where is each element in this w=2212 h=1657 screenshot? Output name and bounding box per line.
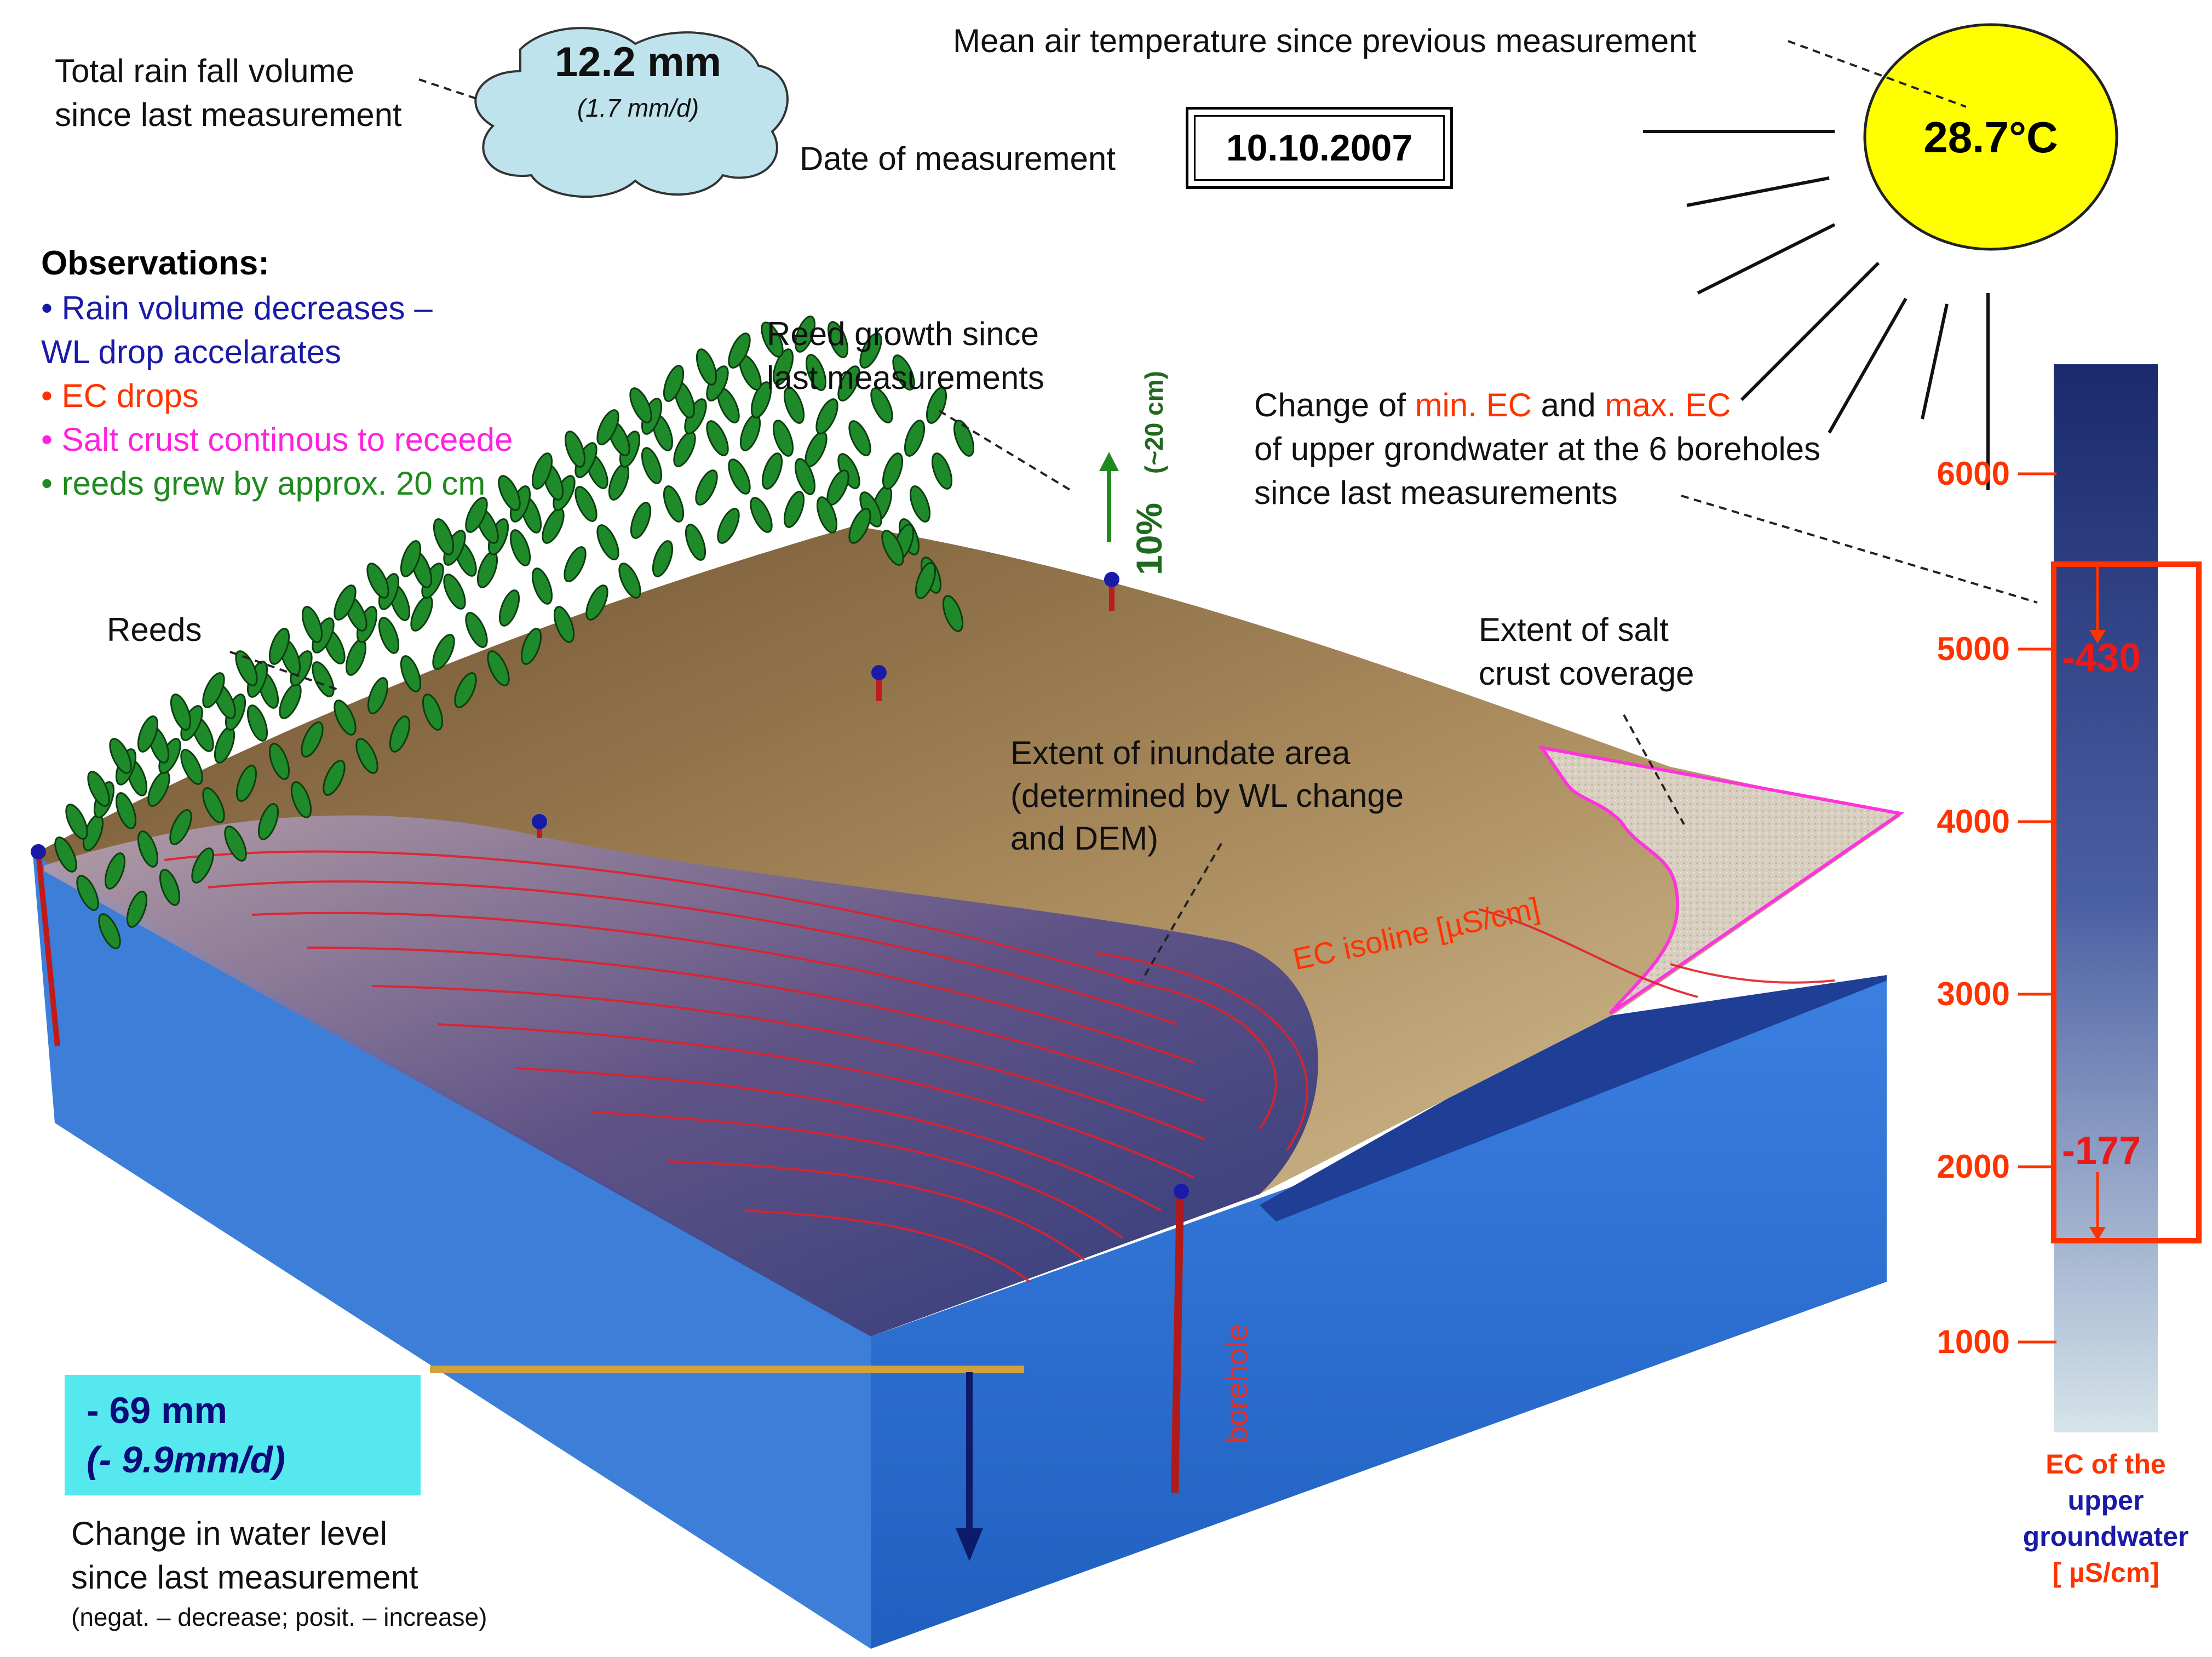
block-top-right <box>1260 975 1887 1222</box>
ec-legend-line4: [ µS/cm] <box>2052 1557 2159 1588</box>
observation-4: • reeds grew by approx. 20 cm <box>41 465 486 502</box>
ec-scale-ticks <box>2018 472 2056 1344</box>
ec-min-delta: -177 <box>2062 1129 2141 1173</box>
ec-change-and: and <box>1531 387 1605 423</box>
reeds-band <box>54 313 979 953</box>
water-level-label-line1: Change in water level <box>71 1515 388 1552</box>
boreholes <box>31 572 1189 1493</box>
reed-growth-approx: (~20 cm) <box>1140 371 1168 474</box>
rainfall-label-line1: Total rain fall volume <box>55 53 354 89</box>
observation-2: • EC drops <box>41 377 199 414</box>
ec-tick-2000: 2000 <box>1937 1148 2010 1185</box>
water-level-rate: (- 9.9mm/d) <box>87 1439 285 1481</box>
inundated-label-line2: (determined by WL change <box>1010 777 1404 814</box>
reeds-label: Reeds <box>107 611 202 648</box>
ec-legend-line3: groundwater <box>2023 1521 2189 1552</box>
salt-label-line1: Extent of salt <box>1479 611 1669 648</box>
temperature-label: Mean air temperature since previous meas… <box>953 22 1697 59</box>
ec-tick-3000: 3000 <box>1937 976 2010 1012</box>
ec-range-box <box>2051 561 2202 1243</box>
water-level-arrow-head <box>956 1528 983 1561</box>
ec-min-arrow-head <box>2089 1227 2106 1241</box>
ec-change-line3: since last measurements <box>1254 474 1618 511</box>
observation-1-line1: • Rain volume decreases – <box>41 290 433 326</box>
date-value: 10.10.2007 <box>1194 115 1445 181</box>
water-level-box: - 69 mm (- 9.9mm/d) <box>65 1375 421 1495</box>
ec-scale-bar <box>2054 364 2158 1432</box>
observations-title: Observations: <box>41 244 269 282</box>
borehole-label: borehole <box>1219 1324 1254 1443</box>
temperature-value: 28.7°C <box>1923 113 2058 162</box>
rainfall-rate: (1.7 mm/d) <box>577 94 699 122</box>
ec-legend-line1: EC of the <box>2046 1449 2166 1480</box>
ec-change-max: max. EC <box>1605 387 1731 423</box>
reed-growth-label-line2: last measurements <box>767 359 1044 396</box>
reed-growth-value: 10% <box>1129 502 1169 575</box>
salt-crust-area <box>1538 745 1905 1015</box>
inundated-label-line1: Extent of inundate area <box>1010 735 1351 771</box>
ec-change-line2: of upper grondwater at the 6 boreholes <box>1254 431 1821 467</box>
ec-change-pre: Change of <box>1254 387 1415 423</box>
ec-change-min: min. EC <box>1415 387 1532 423</box>
water-level-note: (negat. – decrease; posit. – increase) <box>71 1603 487 1631</box>
ec-max-delta: -430 <box>2062 636 2141 680</box>
inundated-label-line3: and DEM) <box>1010 820 1159 857</box>
reed-growth-arrow-head <box>1099 452 1119 471</box>
sun-shape <box>1863 23 2118 251</box>
ec-tick-6000: 6000 <box>1937 455 2010 492</box>
ec-change-line1: Change of min. EC and max. EC <box>1254 383 1731 427</box>
rainfall-value: 12.2 mm <box>554 39 722 85</box>
ec-isolines <box>164 850 1835 1283</box>
ec-legend-line2: upper <box>2067 1485 2144 1516</box>
block-front-face <box>871 975 1887 1649</box>
ec-tick-4000: 4000 <box>1937 803 2010 840</box>
observation-1-line2: WL drop accelarates <box>41 334 342 370</box>
rainfall-label-line2: since last measurement <box>55 96 402 133</box>
block-left-face <box>33 855 871 1649</box>
salt-label-line2: crust coverage <box>1479 655 1694 692</box>
sun-rays <box>1643 130 1990 490</box>
leader-lines <box>229 40 2038 982</box>
water-level-value: - 69 mm <box>87 1390 227 1431</box>
cloud-shape <box>474 27 789 198</box>
reed-growth-label-line1: Reed growth since <box>767 316 1039 352</box>
date-box: 10.10.2007 <box>1186 107 1453 189</box>
ec-tick-5000: 5000 <box>1937 630 2010 667</box>
water-level-label-line2: since last measurement <box>71 1559 418 1596</box>
ec-max-arrow-head <box>2089 630 2106 644</box>
ec-tick-1000: 1000 <box>1937 1323 2010 1360</box>
date-label: Date of measurement <box>800 140 1116 177</box>
observation-3: • Salt crust continous to receede <box>41 421 513 458</box>
